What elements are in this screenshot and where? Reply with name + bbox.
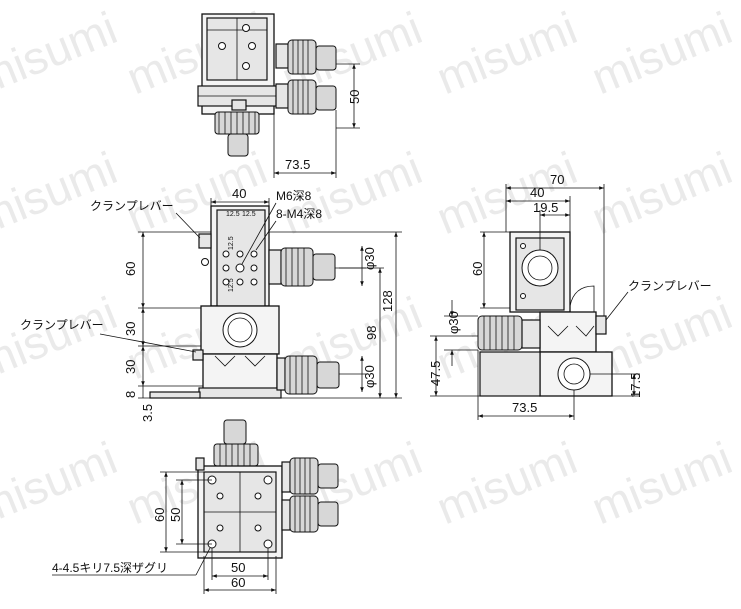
dim-bottom-inner: 50 [231,560,245,575]
watermark-text: misumi [584,141,739,244]
dim-front-dia-lower: φ30 [362,365,377,388]
watermark-text: misumi [429,141,584,244]
dim-front-128: 128 [380,290,395,312]
watermark-text: misumi [429,1,584,104]
dim-front-dia-upper: φ30 [362,247,377,270]
dim-side-19-5: 19.5 [533,200,558,215]
dim-front-top-width: 40 [232,186,246,201]
dim-bottom-outer: 60 [231,575,245,590]
label-m4: 8-M4深8 [276,207,322,221]
label-counterbore: 4-4.5キリ7.5深ザグリ [52,561,168,575]
dim-front-mid-height: 30 [123,322,138,336]
label-m6: M6深8 [276,189,312,203]
dim-side-17-5: 17.5 [628,373,643,398]
watermark-text: misumi [584,431,739,534]
dim-side-40: 40 [530,185,544,200]
watermark-text: misumi [0,286,124,389]
pitch-label-b: 12.5 [242,211,256,218]
dim-side-dia: φ30 [446,311,461,334]
dim-side-73-5: 73.5 [512,400,537,415]
dim-front-base-height: 8 [123,391,138,398]
label-clamp-side: クランプレバー [628,279,712,293]
dim-bottom-60: 60 [152,508,167,522]
watermark-text: misumi [0,1,124,104]
dim-bottom-50: 50 [168,508,183,522]
side-view: 70 40 19.5 60 φ30 47.5 17.5 73.5 クランプレバー [428,172,712,420]
watermark-text: misumi [429,431,584,534]
dim-front-base-offset: 3.5 [140,404,155,422]
dim-side-60: 60 [470,262,485,276]
top-view: 50 73.5 [197,13,362,178]
watermark-text: misumi [0,141,124,244]
watermark-text: misumi [0,431,124,534]
watermark-text: misumi [584,1,739,104]
dim-front-lower-height: 30 [123,360,138,374]
dim-front-upper-height: 60 [123,262,138,276]
dim-side-70: 70 [550,172,564,187]
bottom-view: 60 50 50 60 4-4.5キリ7.5深ザグリ [52,419,339,594]
front-view: 12.5 12.5 12.5 12.5 40 M6深8 [20,186,402,422]
dim-side-47-5: 47.5 [428,361,443,386]
side-label-a: 12.5 [228,236,235,250]
side-label-b: 12.5 [228,278,235,292]
dim-top-width: 73.5 [285,157,310,172]
dim-top-height: 50 [347,90,362,104]
label-clamp-lower: クランプレバー [20,318,104,332]
label-clamp-upper: クランプレバー [90,199,174,213]
dim-front-98: 98 [364,326,379,340]
pitch-label-a: 12.5 [226,211,240,218]
